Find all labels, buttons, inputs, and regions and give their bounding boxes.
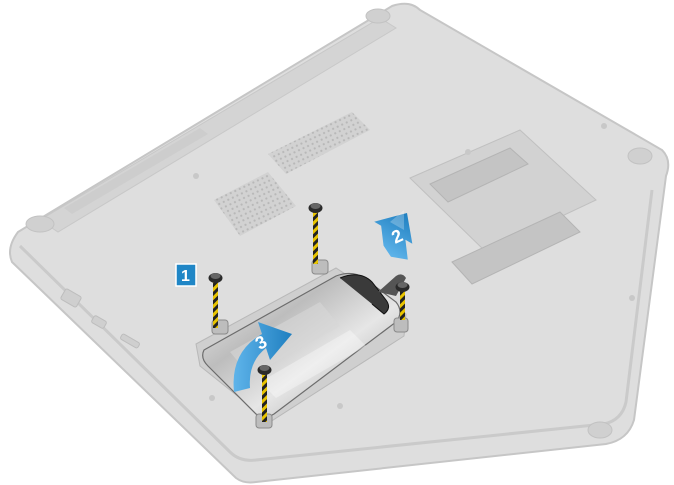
- curved-arrow-icon: [233, 322, 292, 392]
- memory-bay: [409, 129, 597, 285]
- vent-grille: [268, 112, 370, 174]
- step-1-badge: 1: [175, 263, 197, 287]
- screw-icon: [208, 273, 223, 328]
- step-1-label: 1: [181, 268, 190, 285]
- screw-icon: [308, 203, 323, 264]
- screw-icon: [257, 365, 272, 422]
- screw-icon: [395, 282, 410, 320]
- arrow-icon: [374, 210, 413, 260]
- vent-grille: [214, 172, 296, 236]
- laptop-base: [9, 2, 670, 484]
